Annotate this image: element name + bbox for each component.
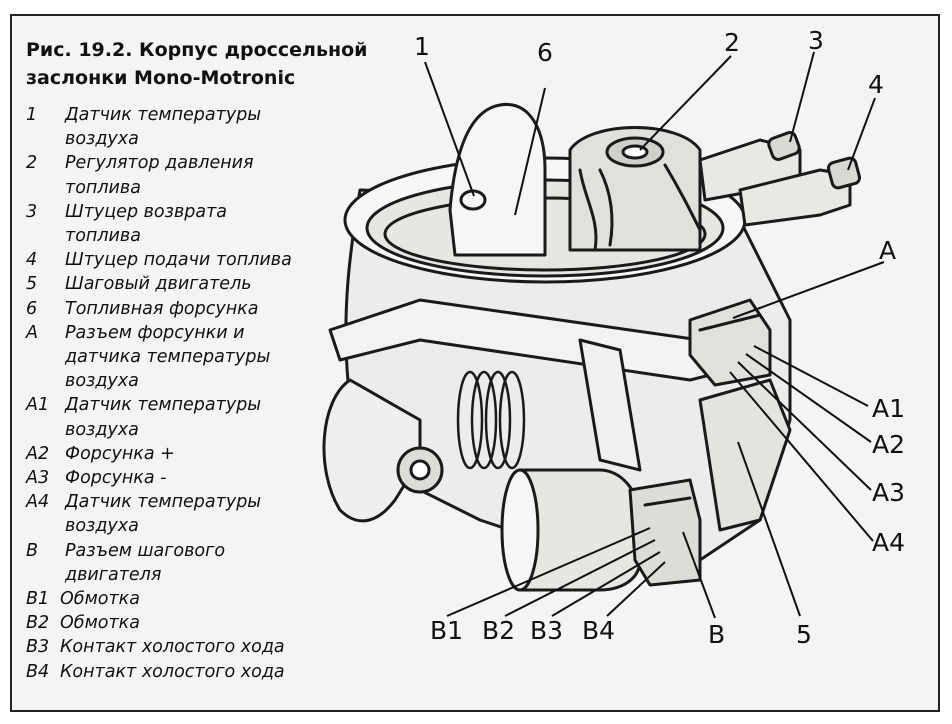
legend-key: 5 [26,274,38,295]
legend-text: Датчик температуры воздуха [65,103,261,151]
legend-line: Обмотка [60,613,140,634]
legend-text: Штуцер подачи топлива [65,248,292,272]
legend-item-b3: В3 Контакт холостого хода [26,635,292,659]
legend-key: В2 [26,613,50,634]
callout-4: 4 [868,70,884,99]
legend-line: Обмотка [60,589,140,610]
callout-a: A [879,236,897,265]
legend-line: Штуцер возврата [65,201,228,222]
legend-line: Регулятор давления [65,153,254,174]
legend-text: Шаговый двигатель [65,272,252,296]
legend-item-b4: В4 Контакт холостого хода [26,660,292,684]
callout-b2: B2 [482,616,516,645]
legend-line: Штуцер подачи топлива [65,250,292,271]
legend-key: 1 [26,105,38,125]
legend-key: А [26,322,38,343]
caption-line-2: заслонки Mono-Motronic [26,67,296,89]
legend-line: воздуха [65,516,139,537]
legend-item-1: 1 Датчик температуры воздуха [26,103,292,151]
callout-a3: A3 [872,478,906,507]
callout-2: 2 [724,28,740,57]
legend-key: В [26,540,39,561]
callout-b4: B4 [582,616,616,645]
legend-key: В4 [26,661,50,682]
legend-text: Разъем шагового двигателя [65,539,225,587]
legend-key: А3 [26,468,50,489]
legend-item-a4: А4 Датчик температуры воздуха [26,490,292,538]
figure-caption: Рис. 19.2. Корпус дроссельной заслонки M… [26,36,367,92]
legend-text: Датчик температуры воздуха [65,490,261,538]
legend-text: Регулятор давления топлива [65,151,254,199]
callout-a4: A4 [872,528,906,557]
legend: 1 Датчик температуры воздуха 2 Регулятор… [26,103,292,684]
legend-line: Шаговый двигатель [65,274,252,295]
legend-text: Штуцер возврата топлива [65,200,227,248]
legend-line: Форсунка + [65,443,175,464]
legend-item-b2: В2 Обмотка [26,611,292,635]
callout-b: B [708,620,726,649]
legend-line: Датчик температуры [65,105,262,125]
callout-b3: B3 [530,616,564,645]
callout-a2: A2 [872,430,906,459]
legend-line: Разъем форсунки и [65,322,245,343]
legend-text: Контакт холостого хода [60,660,285,684]
legend-item-3: 3 Штуцер возврата топлива [26,200,292,248]
legend-line: Датчик температуры [65,492,262,513]
legend-line: Форсунка - [65,468,167,489]
legend-text: Обмотка [60,587,140,611]
callout-a1: A1 [872,394,906,423]
legend-item-a1: А1 Датчик температуры воздуха [26,393,292,441]
legend-line: воздуха [65,129,139,150]
legend-key: А4 [26,492,50,513]
legend-item-a: А Разъем форсунки и датчика температуры … [26,321,292,394]
callout-b1: B1 [430,616,464,645]
legend-key: 4 [26,250,38,271]
legend-key: 3 [26,201,38,222]
callout-3: 3 [808,26,824,55]
legend-item-b: В Разъем шагового двигателя [26,539,292,587]
legend-item-5: 5 Шаговый двигатель [26,272,292,296]
callout-5: 5 [796,620,812,649]
legend-text: Датчик температуры воздуха [65,393,261,441]
legend-line: Контакт холостого хода [60,661,285,682]
caption-line-1: Рис. 19.2. Корпус дроссельной [26,39,368,61]
legend-text: Разъем форсунки и датчика температуры во… [65,321,270,394]
legend-line: воздуха [65,371,139,392]
legend-line: Контакт холостого хода [60,637,285,658]
legend-line: Топливная форсунка [65,298,259,319]
legend-line: датчика температуры [65,347,271,368]
legend-item-4: 4 Штуцер подачи топлива [26,248,292,272]
legend-text: Топливная форсунка [65,297,258,321]
legend-key: В3 [26,637,50,658]
legend-item-6: 6 Топливная форсунка [26,297,292,321]
legend-line: топлива [65,177,141,198]
legend-line: Датчик температуры [65,395,262,416]
callout-6: 6 [537,38,553,67]
throttle-body-drawing [322,51,885,619]
legend-line: двигателя [65,564,162,585]
legend-line: Разъем шагового [65,540,226,561]
legend-key: А1 [26,395,50,416]
legend-key: 2 [26,153,38,174]
legend-item-a2: А2 Форсунка + [26,442,292,466]
legend-key: А2 [26,443,50,464]
legend-key: В1 [26,589,50,610]
legend-item-2: 2 Регулятор давления топлива [26,151,292,199]
callout-1: 1 [414,32,430,61]
legend-line: воздуха [65,419,139,440]
legend-text: Обмотка [60,611,140,635]
legend-line: топлива [65,226,141,247]
legend-text: Контакт холостого хода [60,635,285,659]
legend-item-a3: А3 Форсунка - [26,466,292,490]
legend-text: Форсунка + [65,442,175,466]
legend-key: 6 [26,298,38,319]
legend-item-b1: В1 Обмотка [26,587,292,611]
legend-text: Форсунка - [65,466,166,490]
